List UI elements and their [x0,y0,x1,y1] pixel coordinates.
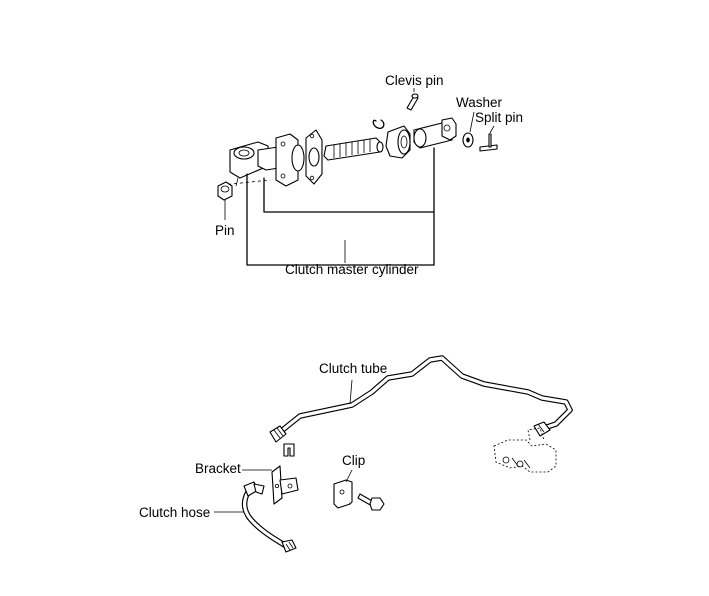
label-bracket: Bracket [195,461,241,476]
washer-part [462,132,474,148]
label-clutch-tube: Clutch tube [319,361,388,376]
snap-ring [372,119,385,129]
clevis [413,117,457,149]
master-cylinder-body [229,133,305,187]
release-cylinder-ghost [493,427,557,473]
label-clutch-hose: Clutch hose [139,505,211,520]
gasket [305,129,323,185]
clutch-tube-leader [349,379,353,405]
pin-part [217,181,233,201]
tube-flare-nut-left [269,425,287,443]
label-washer: Washer [456,95,503,110]
clevis-pin-part [406,93,419,111]
tube-flare-nut-right [533,421,551,437]
hose-end-fitting-bottom [281,539,297,553]
master-cylinder-leader-inner [263,177,435,213]
split-pin-part [479,133,498,152]
piston-rod [323,137,384,161]
label-pin: Pin [215,223,235,238]
master-cylinder-leader [246,147,435,266]
label-clutch-master-cylinder: Clutch master cylinder [285,262,419,277]
split-pin-leader [489,125,495,134]
boot [385,125,411,159]
clip-leader [345,469,353,483]
washer-leader [469,111,475,133]
clip-small-u [283,443,295,457]
master-cylinder-assembly [217,88,498,266]
clutch-line-assembly [214,355,573,553]
label-clip: Clip [342,453,366,468]
bolt-part [357,493,385,511]
label-split-pin: Split pin [475,110,524,125]
hose-end-fitting-top [243,481,265,497]
bracket-part [271,465,299,505]
clip-part [333,479,353,509]
label-clevis-pin: Clevis pin [385,73,444,88]
